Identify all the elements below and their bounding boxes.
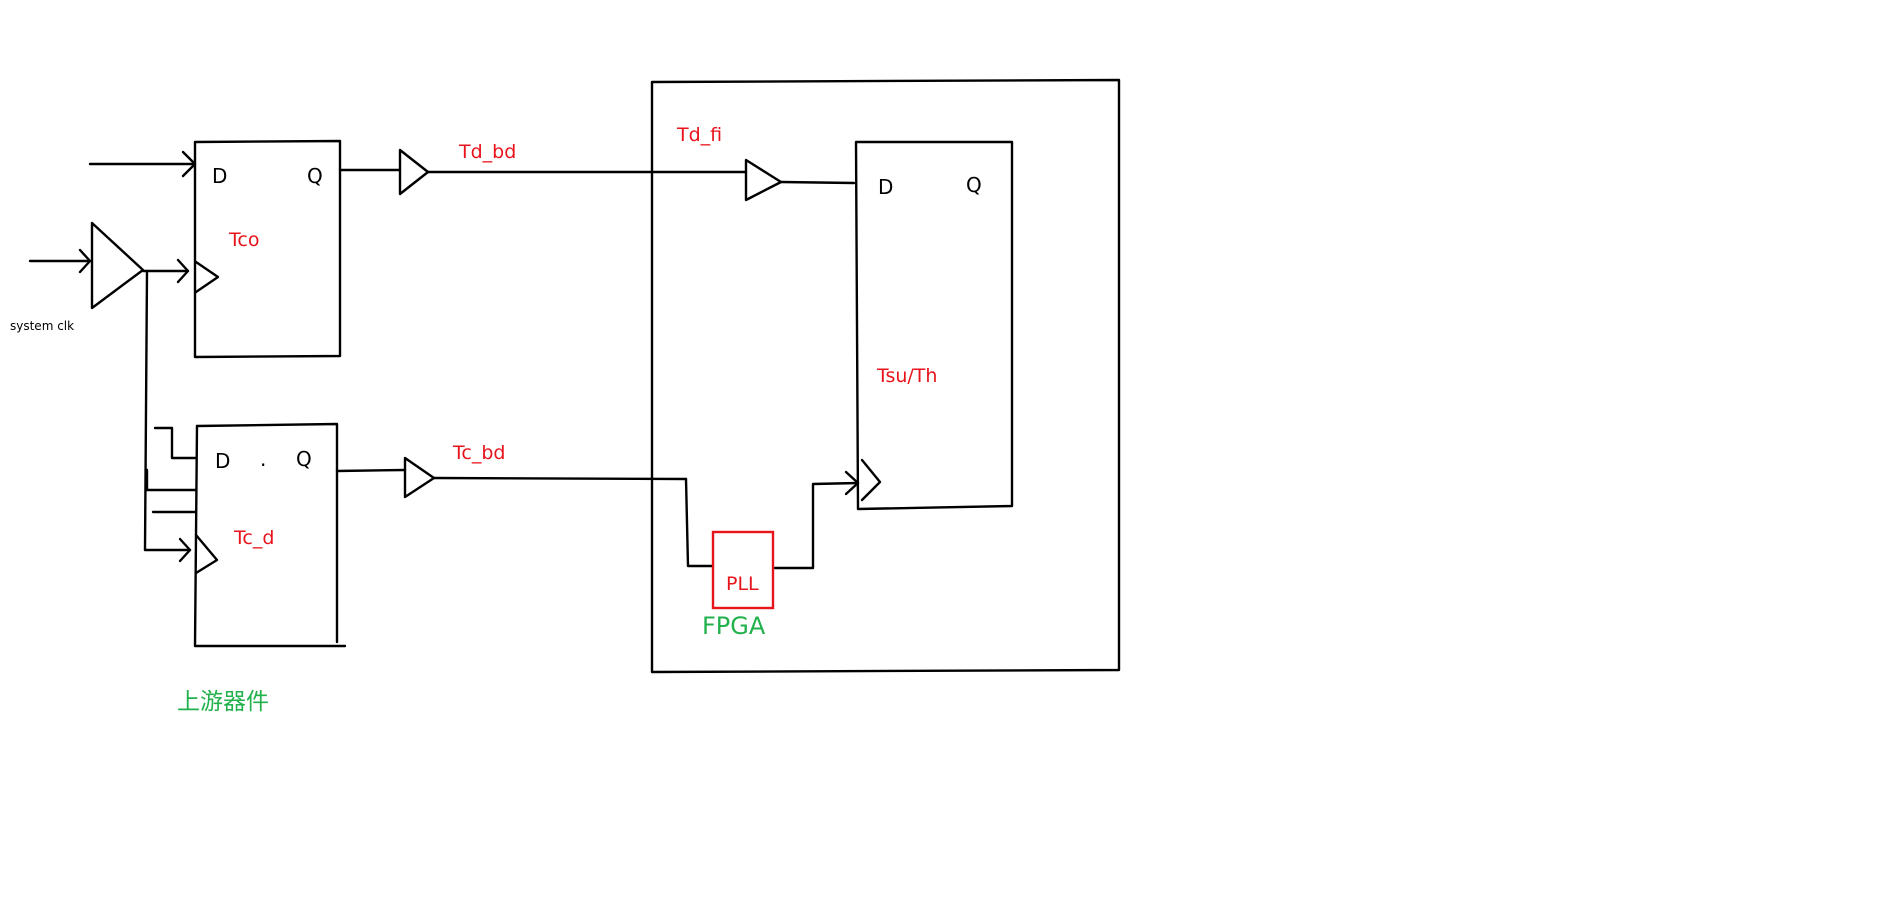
tsu-th-label: Tsu/Th [876,365,937,387]
td-bd-label: Td_bd [458,141,516,163]
tco-label: Tco [228,229,259,251]
ff2-q-pin-label: Q [296,447,312,471]
clock-input-arrow [28,248,92,274]
tc-d-label: Tc_d [233,527,274,549]
pll-clock-routing [684,470,860,570]
pll-block [711,530,775,610]
fpga-boundary [650,78,1121,674]
td-fi-label: Td_fi [676,124,722,146]
ff3-d-pin-label: D [878,175,893,199]
data-board-trace: Td_bd [338,141,748,196]
clock-buffer [90,221,145,310]
ff2-dot-mark: . [260,447,266,471]
ff2-d-pin-label: D [215,449,230,473]
ff3-q-pin-label: Q [966,173,982,197]
system-clk-label: system clk [10,319,74,333]
clock-board-trace: Tc_bd [335,442,688,499]
fpga-input-buffer: Td_fi [676,124,856,202]
ff1-q-pin-label: Q [307,164,323,188]
upstream-flip-flop-data: D Q Tco [88,139,342,359]
clock-distribution-wires [141,258,198,563]
upstream-device-label: 上游器件 [177,689,269,715]
tc-bd-label: Tc_bd [452,442,505,464]
fpga-label: FPGA [702,612,766,640]
fpga-capture-flip-flop: D Q Tsu/Th [854,140,1014,511]
pll-label: PLL [726,573,759,595]
upstream-flip-flop-clock: D . Q Tc_d [193,422,347,648]
ff1-d-pin-label: D [212,164,227,188]
